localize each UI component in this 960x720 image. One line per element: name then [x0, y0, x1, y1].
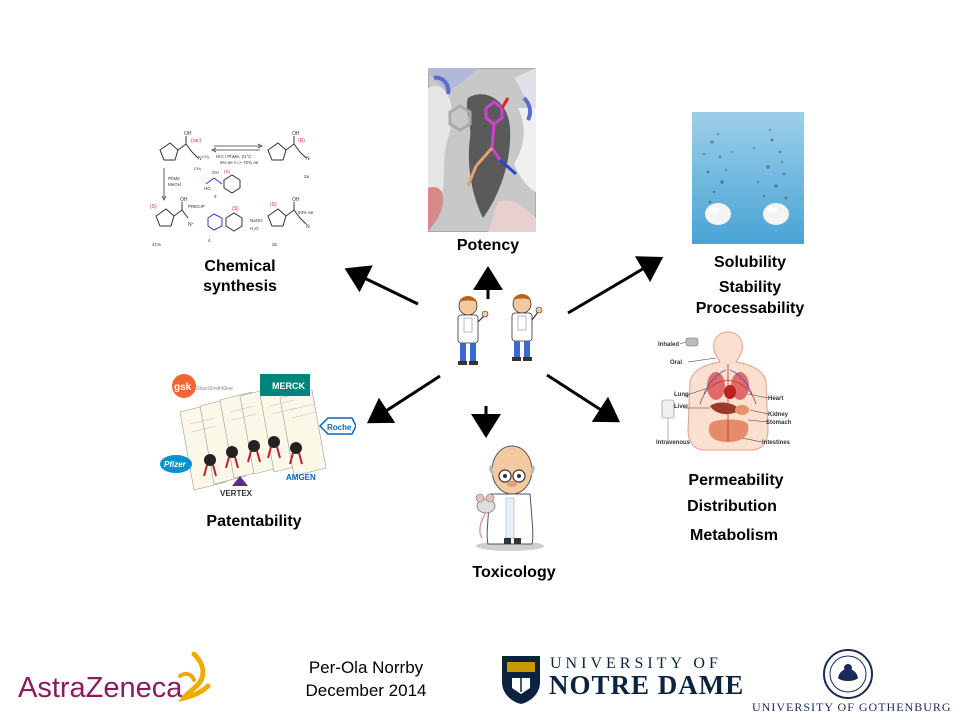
glaxo-logo-text: GlaxoSmithKline — [196, 386, 233, 392]
svg-text:PhMe: PhMe — [168, 176, 180, 181]
svg-text:CH₃: CH₃ — [202, 154, 210, 159]
chemical-synthesis-line1: Chemical — [204, 258, 276, 275]
arrow-to-chemical-synthesis — [344, 265, 419, 306]
notre-dame-shield-icon — [502, 656, 540, 704]
body-label-stomach: Stomach — [766, 420, 792, 426]
metabolism-label: Metabolism — [689, 527, 778, 544]
arrow-to-patentability — [366, 374, 441, 424]
svg-text:(S): (S) — [232, 206, 239, 212]
svg-text:(S): (S) — [270, 202, 277, 208]
body-label-kidney: Kidney — [768, 412, 789, 418]
notre-dame-logo-top: UNIVERSITY OF — [550, 655, 722, 672]
footer-author: Per-Ola Norrby — [308, 658, 424, 677]
gothenburg-seal-icon — [823, 649, 873, 699]
notre-dame-logo-bottom: NOTRE DAME — [549, 670, 745, 700]
body-label-inhaled: Inhaled — [658, 342, 679, 348]
svg-text:HO: HO — [204, 186, 211, 191]
body-label-oral: Oral — [670, 360, 682, 366]
merck-logo-text: MERCK — [272, 381, 305, 391]
svg-text:OH: OH — [292, 131, 300, 137]
solubility-label: Solubility — [714, 254, 786, 271]
svg-text:(S): (S) — [224, 169, 231, 174]
svg-text:OH: OH — [292, 197, 300, 203]
chemical-synthesis-line2: synthesis — [203, 278, 277, 295]
svg-text:CH₃: CH₃ — [194, 166, 202, 171]
toxicologist-illustration — [475, 445, 544, 551]
svg-text:HCl / PhMe, 21°C: HCl / PhMe, 21°C — [216, 154, 252, 159]
svg-text:H₂O: H₂O — [250, 226, 259, 231]
pfizer-logo-text: Pfizer — [164, 460, 187, 469]
svg-text:N: N — [198, 156, 202, 162]
svg-text:93% ee: 93% ee — [298, 210, 314, 215]
svg-text:(rac): (rac) — [191, 138, 202, 144]
arrow-to-solubility — [567, 256, 664, 315]
svg-text:5% ee <=> 70% ee: 5% ee <=> 70% ee — [220, 160, 259, 165]
svg-text:OH: OH — [212, 170, 219, 175]
svg-text:OH: OH — [180, 197, 188, 203]
astrazeneca-logo-text: AstraZeneca — [18, 672, 183, 704]
svg-text:NaOH: NaOH — [250, 218, 263, 223]
processability-label: Processability — [695, 300, 805, 317]
svg-text:PRECIP: PRECIP — [188, 204, 205, 209]
svg-text:4: 4 — [208, 238, 211, 243]
permeability-label: Permeability — [688, 472, 784, 489]
body-label-intestines: Intestines — [762, 440, 791, 446]
svg-text:2b: 2b — [272, 242, 278, 247]
svg-text:41%: 41% — [152, 242, 161, 247]
footer-date: December 2014 — [305, 681, 427, 700]
amgen-logo-text: AMGEN — [286, 473, 316, 482]
distribution-label: Distribution — [687, 498, 777, 515]
stability-label: Stability — [718, 279, 782, 296]
dissolving-tablets-image — [692, 112, 804, 244]
potency-label: Potency — [456, 237, 520, 254]
arrow-to-permeability — [546, 373, 621, 423]
body-label-liver: Liver — [674, 404, 689, 410]
vertex-logo-text: VERTEX — [220, 489, 253, 498]
svg-text:MeOH: MeOH — [168, 182, 181, 187]
astrazeneca-logo-icon — [178, 652, 211, 702]
patent-documents-collage: gsk GlaxoSmithKline MERCK Roche Pfizer V… — [160, 374, 356, 498]
body-label-intravenous: Intravenous — [656, 440, 691, 446]
svg-text:2a: 2a — [304, 174, 310, 179]
scientists-illustration — [457, 294, 543, 365]
patentability-label: Patentability — [206, 513, 302, 530]
body-label-heart: Heart — [768, 396, 783, 402]
gsk-logo-text: gsk — [174, 382, 192, 393]
svg-text:(S): (S) — [150, 204, 157, 210]
human-body-adme-diagram: Inhaled Oral Lung Liver Heart Kidney Sto… — [656, 331, 792, 451]
svg-text:N: N — [306, 224, 310, 230]
chemical-synthesis-label: Chemical synthesis — [180, 257, 300, 297]
toxicology-label: Toxicology — [472, 564, 556, 581]
svg-text:(R): (R) — [298, 138, 305, 144]
svg-text:OH: OH — [184, 131, 192, 137]
protein-binding-pocket-image — [428, 68, 536, 232]
svg-text:N⁺: N⁺ — [188, 222, 195, 228]
body-label-lung: Lung — [674, 392, 689, 398]
svg-text:3: 3 — [214, 194, 217, 199]
gothenburg-logo-text: UNIVERSITY OF GOTHENBURG — [752, 700, 952, 714]
svg-text:N: N — [306, 156, 310, 162]
roche-logo-text: Roche — [327, 423, 352, 432]
chemical-synthesis-scheme: OH (rac) N CH₃ CH₃ HCl / PhMe, 21°C 5% e… — [150, 131, 314, 247]
